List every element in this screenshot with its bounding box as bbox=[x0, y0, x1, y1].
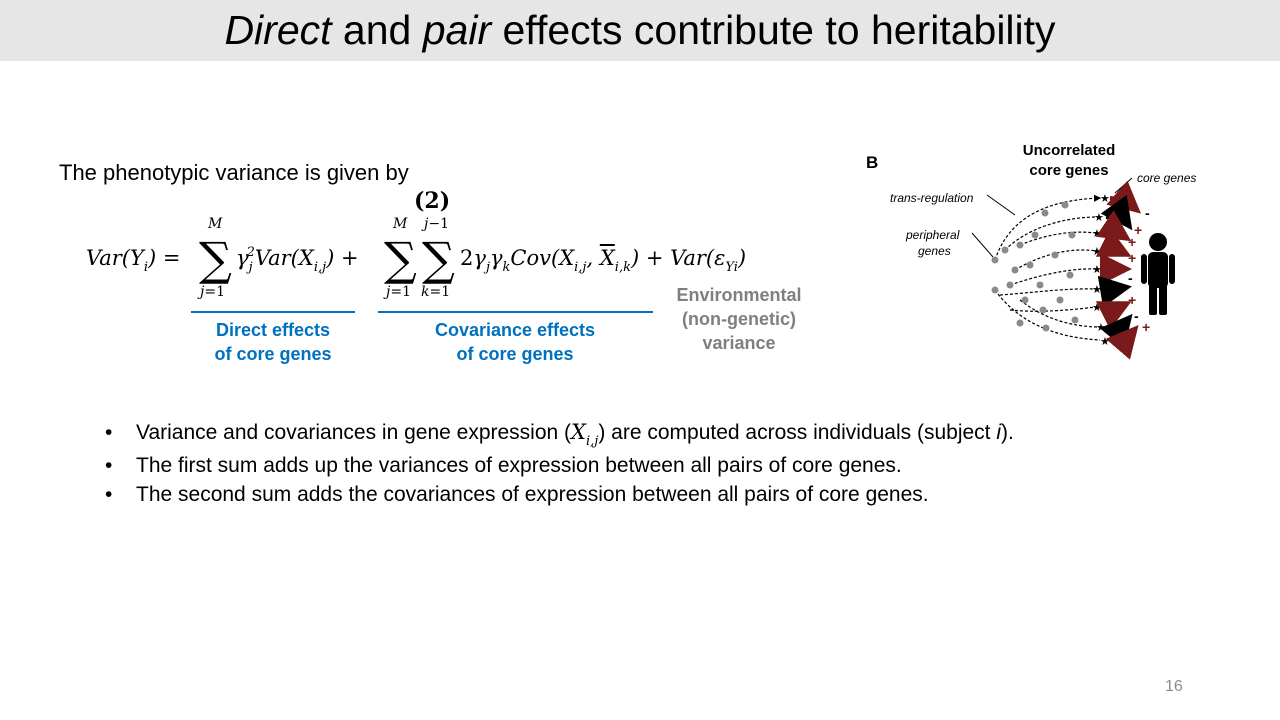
sum3-lower: k=1 bbox=[421, 284, 451, 300]
direct-effects-label: Direct effects of core genes bbox=[214, 320, 332, 364]
dashed-regulation-arcs bbox=[994, 194, 1102, 341]
bullet-math-x: X bbox=[571, 420, 586, 444]
core-genes-diagram: B Uncorrelated core genes core genes tra… bbox=[866, 142, 1196, 360]
svg-text:-: - bbox=[1145, 205, 1150, 221]
direct-underline bbox=[191, 311, 355, 313]
bullet-item: The second sum adds the covariances of e… bbox=[100, 480, 1014, 510]
label-trans-regulation: trans-regulation bbox=[890, 191, 974, 205]
effect-arrows bbox=[1095, 180, 1142, 360]
page-number: 16 bbox=[1165, 678, 1183, 695]
svg-text:-: - bbox=[1134, 308, 1139, 324]
svg-text:★: ★ bbox=[1096, 321, 1106, 334]
sum3-upper: j−1 bbox=[424, 216, 449, 232]
sum2-sigma: ∑ bbox=[384, 232, 417, 286]
environmental-label: Environmental (non-genetic) variance bbox=[676, 285, 802, 353]
sum1-lower: j=1 bbox=[200, 284, 225, 300]
panel-letter: B bbox=[866, 153, 878, 172]
slide-title: Direct and pair effects contribute to he… bbox=[224, 10, 1055, 51]
sum1-upper: M bbox=[208, 216, 223, 232]
svg-text:★: ★ bbox=[1092, 301, 1102, 314]
covariance-effects-label: Covariance effects of core genes bbox=[434, 320, 596, 364]
effect-signs: - + + + - + - + bbox=[1128, 205, 1150, 335]
svg-text:★: ★ bbox=[1092, 263, 1102, 276]
svg-text:★: ★ bbox=[1100, 192, 1110, 205]
sum3-sigma: ∑ bbox=[422, 232, 455, 286]
title-bar: Direct and pair effects contribute to he… bbox=[0, 0, 1280, 61]
svg-text:★: ★ bbox=[1100, 335, 1110, 348]
sum1-sigma: ∑ bbox=[199, 232, 232, 286]
label-peripheral-genes: genes bbox=[918, 244, 951, 258]
bullet-item: Variance and covariances in gene express… bbox=[100, 418, 1014, 451]
figure-title-line1: Uncorrelated bbox=[1023, 142, 1116, 159]
title-rest: effects contribute to heritability bbox=[491, 7, 1056, 53]
label-core-genes: core genes bbox=[1137, 171, 1196, 185]
svg-text:+: + bbox=[1142, 319, 1150, 335]
bullet-list: Variance and covariances in gene express… bbox=[100, 418, 1014, 510]
pointer-core bbox=[1114, 177, 1133, 194]
pointer-peripheral bbox=[971, 232, 994, 258]
sum2-upper: M bbox=[393, 216, 408, 232]
svg-text:+: + bbox=[1128, 250, 1136, 266]
eq-direct-term: γj2Var(Xi,j) + bbox=[236, 245, 359, 275]
svg-text:+: + bbox=[1134, 222, 1142, 238]
svg-text:+: + bbox=[1128, 234, 1136, 250]
eq-lhs: Var(Yi) = bbox=[86, 246, 181, 275]
svg-text:★: ★ bbox=[1092, 227, 1102, 240]
bullet-item: The first sum adds up the variances of e… bbox=[100, 451, 1014, 481]
title-pair: pair bbox=[422, 7, 492, 53]
title-direct: Direct bbox=[224, 7, 332, 53]
core-genes-figure: B Uncorrelated core genes core genes tra… bbox=[860, 135, 1240, 360]
svg-text:★: ★ bbox=[1094, 211, 1104, 224]
figure-title-line2: core genes bbox=[1029, 162, 1108, 179]
sum2-lower: j=1 bbox=[386, 284, 411, 300]
svg-text:★: ★ bbox=[1092, 283, 1102, 296]
equation-number: (2) bbox=[414, 188, 451, 214]
svg-text:★: ★ bbox=[1092, 245, 1102, 258]
label-peripheral: peripheral bbox=[905, 228, 960, 242]
eq-cov-term: 2γjγkCov(Xi,j, Xi,k) + Var(εYi) bbox=[460, 246, 747, 275]
peripheral-nodes bbox=[991, 201, 1079, 332]
title-and: and bbox=[331, 7, 423, 53]
svg-text:+: + bbox=[1128, 292, 1136, 308]
covariance-underline bbox=[378, 311, 653, 313]
svg-text:-: - bbox=[1128, 270, 1133, 286]
intro-text: The phenotypic variance is given by bbox=[59, 160, 409, 185]
person-icon bbox=[1141, 233, 1175, 315]
pointer-trans bbox=[986, 194, 1016, 216]
